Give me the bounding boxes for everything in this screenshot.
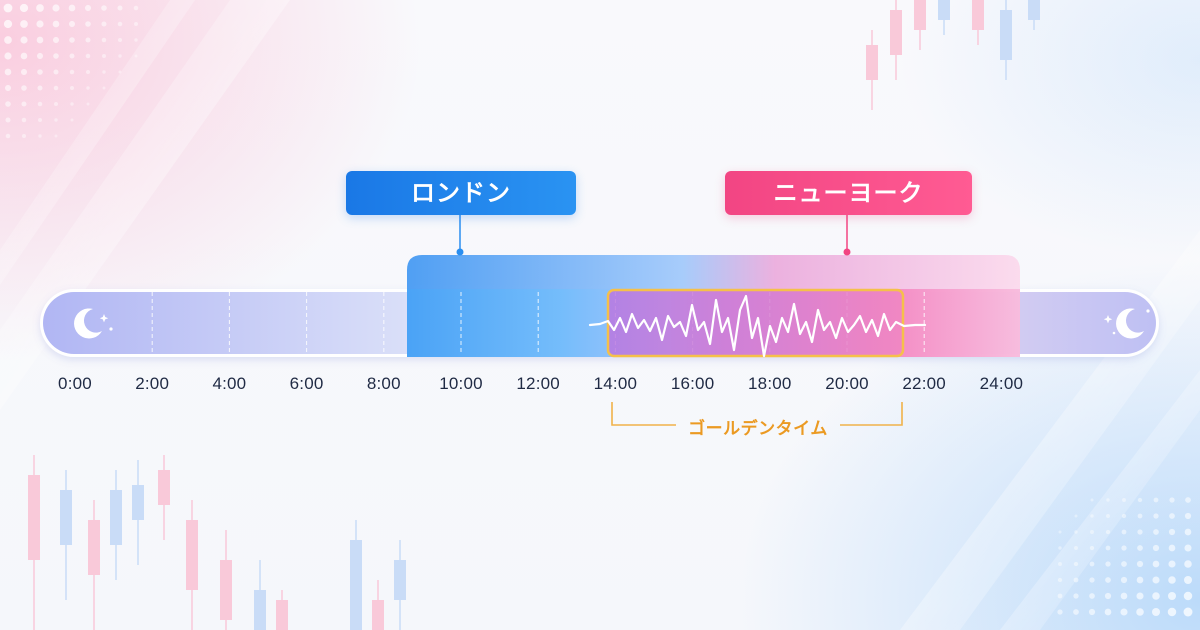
moon-stars-icon — [1103, 308, 1150, 339]
moon-stars-icon — [74, 308, 113, 339]
golden-bracket-left — [611, 402, 676, 426]
time-tick-label: 16:00 — [670, 374, 715, 393]
time-tick-label: 6:00 — [289, 374, 324, 393]
time-tick-label: 12:00 — [516, 374, 560, 393]
golden-time-label: ゴールデンタイム — [688, 419, 828, 439]
time-tick-label: 4:00 — [212, 374, 247, 393]
dot-pattern-bottom-right — [1057, 497, 1193, 617]
time-tick-label: 10:00 — [439, 374, 483, 393]
golden-bracket-right — [840, 402, 903, 426]
ny-connector-dot — [843, 248, 851, 256]
time-tick-label: 0:00 — [58, 374, 92, 393]
dot-pattern-top-left — [3, 3, 139, 139]
new-york-session-label: ニューヨーク — [725, 171, 972, 215]
time-tick-label: 8:00 — [366, 374, 401, 393]
london-session-label: ロンドン — [346, 171, 576, 215]
time-tick-label: 20:00 — [825, 374, 869, 393]
time-tick-label: 24:00 — [979, 374, 1024, 393]
golden-time-border — [606, 288, 905, 358]
time-tick-label: 14:00 — [593, 374, 638, 393]
candlestick-chart-icon — [28, 455, 406, 630]
time-tick-label: 2:00 — [135, 374, 170, 393]
time-tick-label: 22:00 — [902, 374, 946, 393]
candlestick-chart-icon — [866, 0, 1040, 110]
london-connector-dot — [456, 248, 464, 256]
volatility-wave — [588, 294, 927, 358]
time-tick-label: 18:00 — [748, 374, 792, 393]
